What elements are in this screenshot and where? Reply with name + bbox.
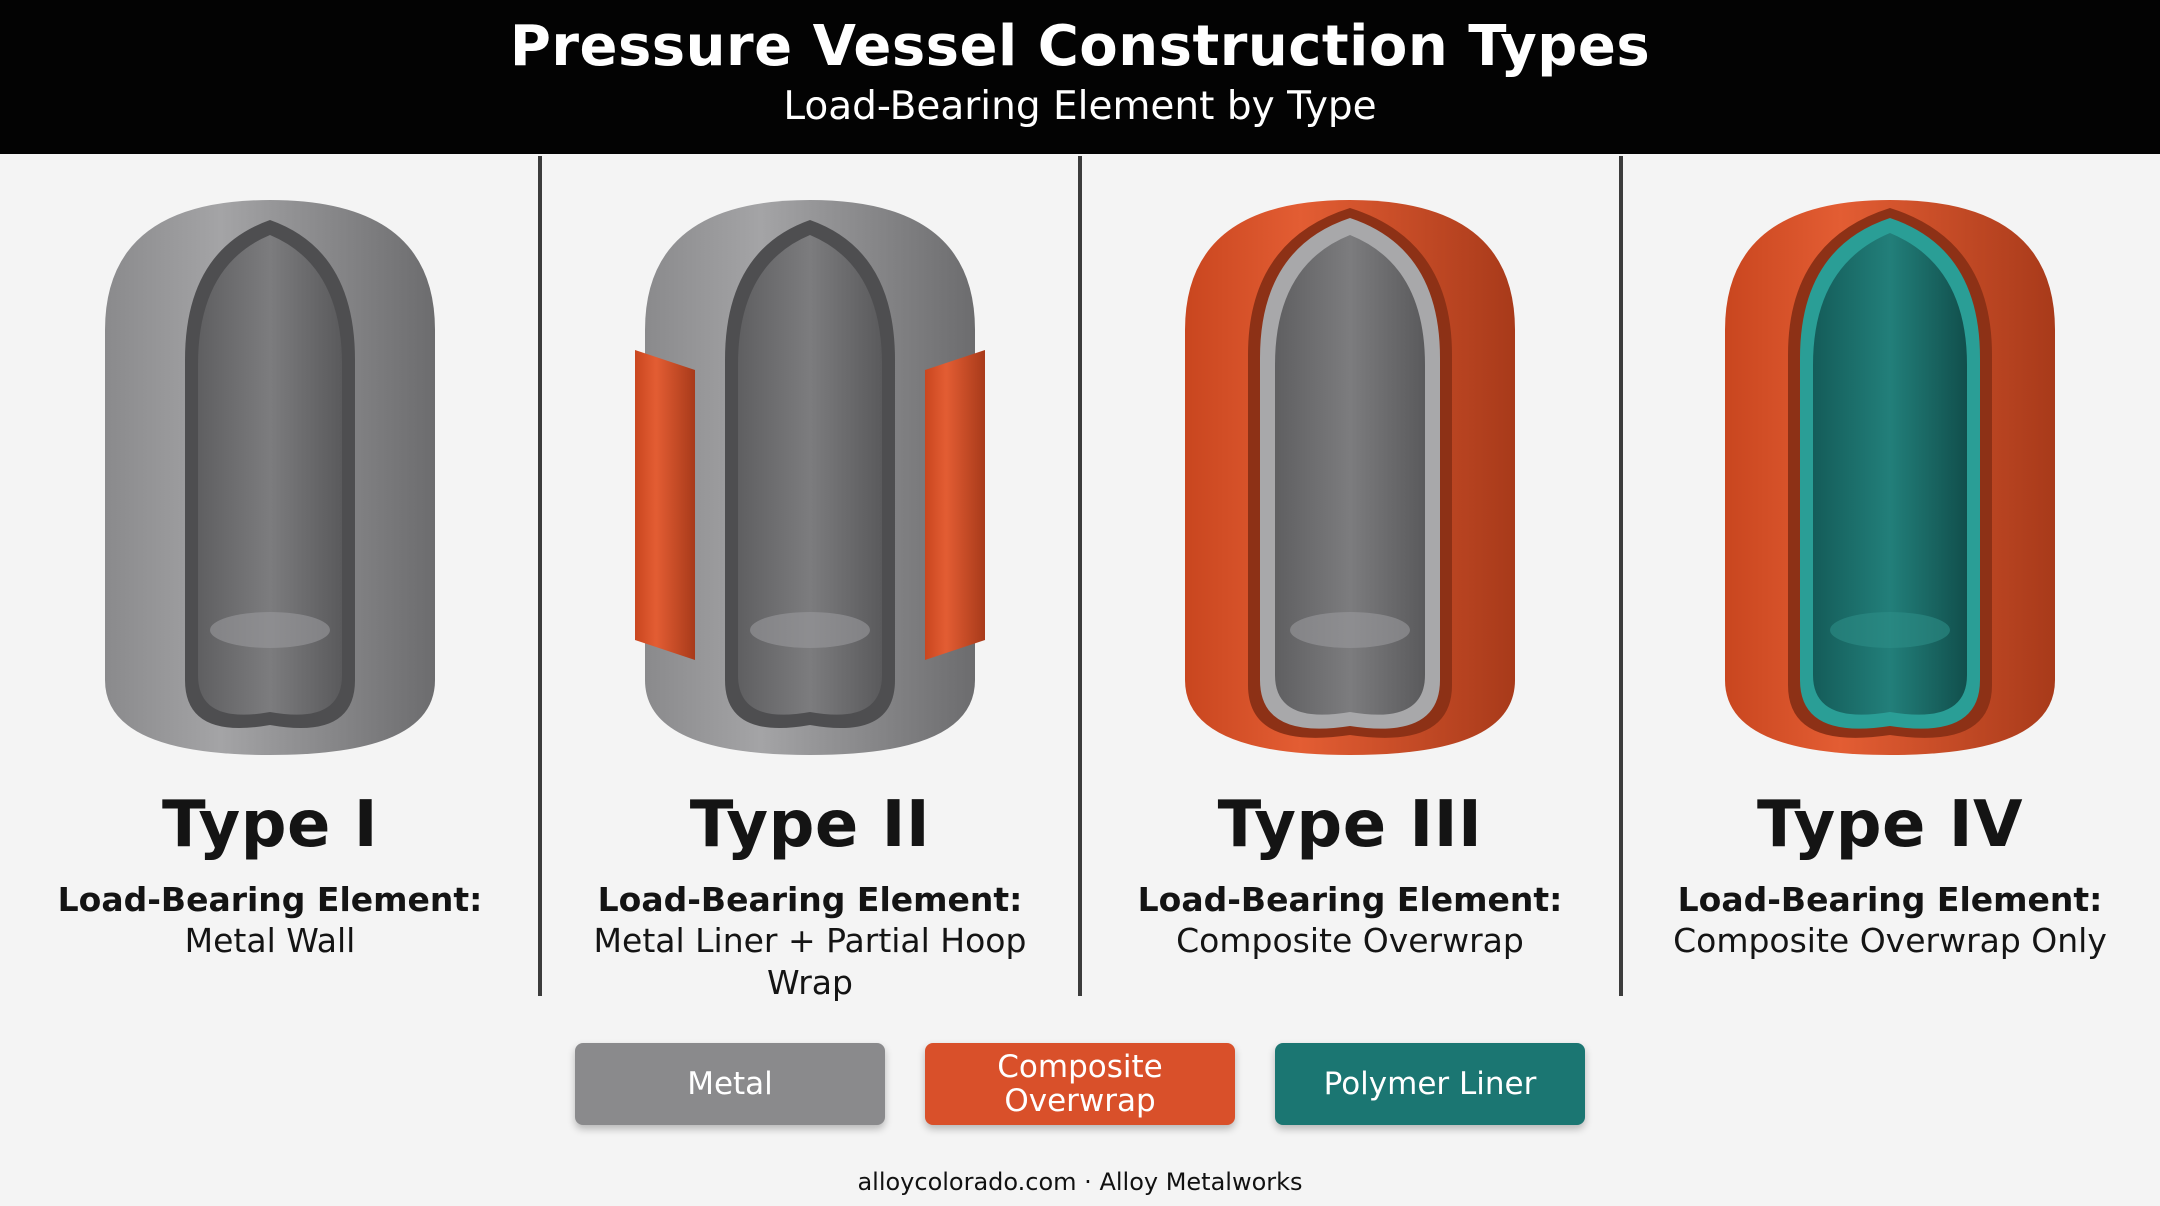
legend-label: Metal: [687, 1066, 773, 1102]
load-bearing-label: Load-Bearing Element:: [1677, 880, 2103, 919]
panel-divider: [1619, 156, 1623, 996]
type-name: Type III: [1217, 788, 1483, 862]
type-name: Type IV: [1756, 788, 2024, 862]
legend-label: Polymer Liner: [1323, 1066, 1537, 1102]
load-bearing-label: Load-Bearing Element:: [1137, 880, 1563, 919]
panel-type-iv: Type IV Load-Bearing Element: Composite …: [1620, 160, 2160, 1000]
legend-metal: Metal: [575, 1043, 885, 1125]
page-subtitle: Load-Bearing Element by Type: [783, 84, 1377, 129]
panel-type-iii: Type III Load-Bearing Element: Composite…: [1080, 160, 1620, 1000]
type-i-vessel-illustration: [105, 200, 435, 755]
footer-credit: alloycolorado.com · Alloy Metalworks: [857, 1168, 1303, 1196]
panel-type-ii: Type II Load-Bearing Element: Metal Line…: [540, 160, 1080, 1002]
type-name: Type II: [689, 788, 931, 862]
panel-type-i: Type I Load-Bearing Element: Metal Wall: [0, 160, 540, 1000]
legend-label: Composite Overwrap: [997, 1049, 1163, 1119]
panel-divider: [538, 156, 542, 996]
load-bearing-value: Composite Overwrap: [1176, 921, 1524, 960]
type-iv-vessel-illustration: [1725, 200, 2055, 755]
type-iii-vessel-illustration: [1185, 200, 1515, 755]
type-ii-vessel-illustration: [635, 200, 985, 755]
legend-composite-overwrap: Composite Overwrap: [925, 1043, 1235, 1125]
legend-polymer-liner: Polymer Liner: [1275, 1043, 1585, 1125]
load-bearing-value: Metal Liner + Partial Hoop Wrap: [593, 921, 1027, 1002]
load-bearing-label: Load-Bearing Element:: [597, 880, 1023, 919]
type-name: Type I: [161, 788, 379, 862]
panel-divider: [1078, 156, 1082, 996]
page-title: Pressure Vessel Construction Types: [509, 14, 1651, 79]
load-bearing-label: Load-Bearing Element:: [57, 880, 483, 919]
header-bar: Pressure Vessel Construction Types Load-…: [0, 0, 2160, 154]
load-bearing-value: Composite Overwrap Only: [1673, 921, 2107, 960]
load-bearing-value: Metal Wall: [184, 921, 356, 960]
